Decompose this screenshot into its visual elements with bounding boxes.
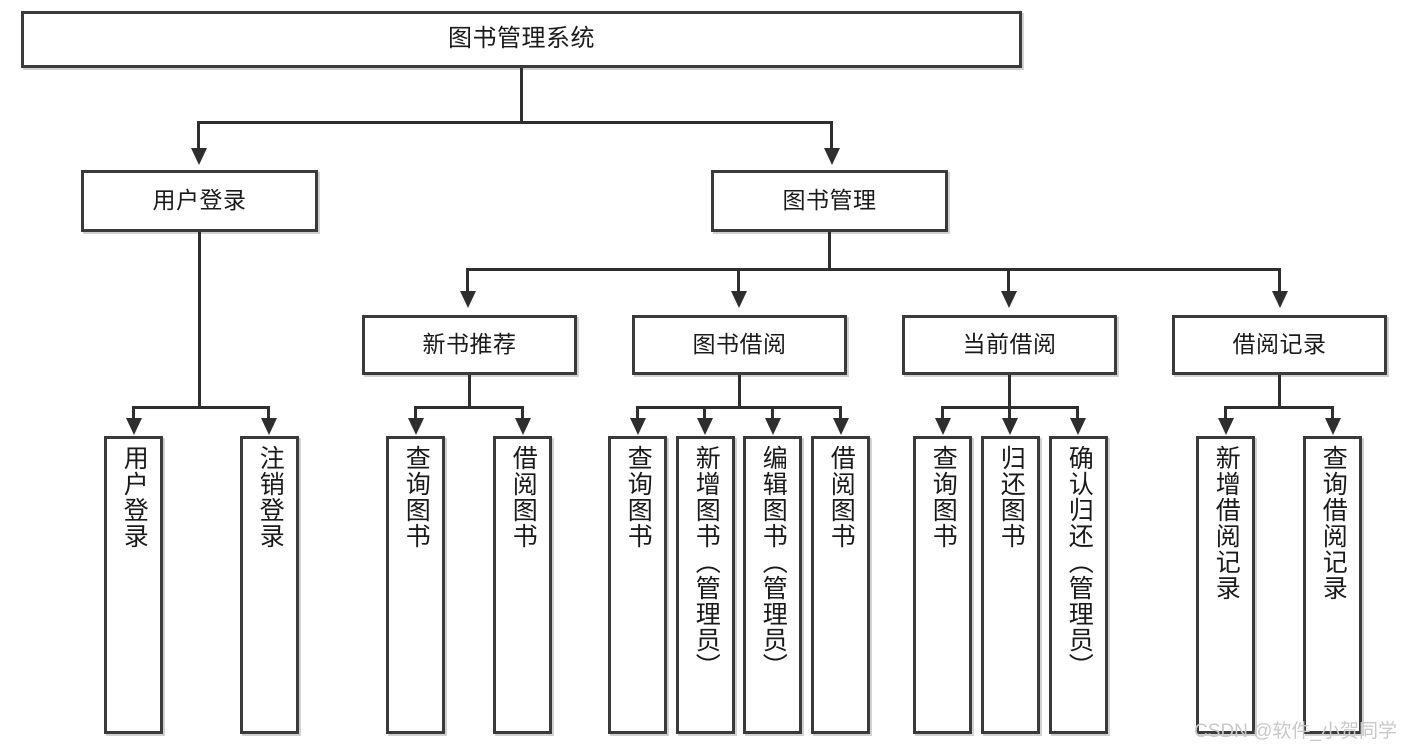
connector-book-borrow-stem (738, 375, 741, 406)
connector-drop-ul-leaf-1 (132, 406, 135, 419)
arrowhead-cb-leaf-3 (1070, 418, 1086, 435)
node-label: 新增图书（管理员） (692, 445, 721, 679)
node-current-borrow[interactable]: 当前借阅 (902, 315, 1117, 375)
node-label: 确认归还（管理员） (1065, 445, 1094, 679)
node-label: 查询借阅记录 (1319, 445, 1348, 601)
connector-drop-book-manage (830, 121, 833, 149)
node-label: 注销登录 (256, 445, 285, 549)
connector-drop-br-leaf-1 (1224, 406, 1227, 419)
arrowhead-bb-leaf-4 (833, 418, 849, 435)
connector-borrow-record-stem (1278, 375, 1281, 406)
connector-current-borrow-stem (1008, 375, 1011, 406)
watermark-text: CSDN @软件_小贺同学 (1194, 721, 1397, 742)
node-label: 图书借阅 (692, 331, 787, 358)
connector-drop-nb-leaf-2 (521, 406, 524, 419)
node-book-borrow[interactable]: 图书借阅 (632, 315, 847, 375)
leaf-book-borrow-edit[interactable]: 编辑图书（管理员） (743, 436, 802, 734)
connector-drop-current-borrow (1007, 268, 1010, 292)
leaf-borrow-record-add[interactable]: 新增借阅记录 (1196, 436, 1255, 734)
leaf-book-borrow-borrow[interactable]: 借阅图书 (811, 436, 870, 734)
connector-book-manage-stem (828, 232, 831, 268)
node-label: 归还图书 (997, 445, 1026, 549)
arrowhead-book-borrow (731, 291, 747, 308)
arrowhead-new-book (460, 291, 476, 308)
connector-drop-cb-leaf-2 (1008, 406, 1011, 419)
node-label: 借阅记录 (1232, 331, 1327, 358)
connector-borrow-record-bus (1224, 406, 1334, 409)
connector-drop-new-book (466, 268, 469, 292)
leaf-current-borrow-query[interactable]: 查询图书 (913, 436, 972, 734)
arrowhead-cb-leaf-2 (1002, 418, 1018, 435)
node-label: 查询图书 (929, 445, 958, 549)
node-user-login[interactable]: 用户登录 (81, 170, 318, 232)
arrowhead-nb-leaf-2 (515, 418, 531, 435)
arrowhead-borrow-record (1272, 291, 1288, 308)
arrowhead-br-leaf-2 (1325, 418, 1341, 435)
connector-level2-bus (197, 121, 833, 124)
arrowhead-ul-leaf-1 (126, 418, 142, 435)
connector-drop-cb-leaf-1 (941, 406, 944, 419)
arrowhead-br-leaf-1 (1218, 418, 1234, 435)
leaf-borrow-record-query[interactable]: 查询借阅记录 (1303, 436, 1362, 734)
arrowhead-current-borrow (1001, 291, 1017, 308)
node-label: 用户登录 (152, 187, 247, 214)
node-label: 借阅图书 (509, 445, 538, 549)
leaf-book-borrow-query[interactable]: 查询图书 (608, 436, 667, 734)
connector-drop-bb-leaf-1 (636, 406, 639, 419)
connector-user-login-stem (198, 232, 201, 406)
connector-drop-ul-leaf-2 (267, 406, 270, 419)
connector-drop-user-login (197, 121, 200, 149)
arrowhead-nb-leaf-1 (408, 418, 424, 435)
leaf-current-borrow-return[interactable]: 归还图书 (981, 436, 1040, 734)
connector-drop-cb-leaf-3 (1076, 406, 1079, 419)
node-label: 新书推荐 (422, 331, 517, 358)
node-root-system[interactable]: 图书管理系统 (21, 11, 1022, 68)
leaf-new-book-borrow[interactable]: 借阅图书 (493, 436, 552, 734)
connector-drop-nb-leaf-1 (414, 406, 417, 419)
node-label: 新增借阅记录 (1212, 445, 1241, 601)
connector-drop-br-leaf-2 (1331, 406, 1334, 419)
arrowhead-bb-leaf-2 (697, 418, 713, 435)
connector-drop-book-borrow (737, 268, 740, 292)
connector-new-book-bus (414, 406, 524, 409)
node-borrow-record[interactable]: 借阅记录 (1172, 315, 1387, 375)
connector-user-login-bus (132, 406, 270, 409)
node-label: 编辑图书（管理员） (759, 445, 788, 679)
connector-level3-bus (466, 268, 1281, 271)
connector-root-stem (520, 68, 523, 121)
arrowhead-bb-leaf-3 (765, 418, 781, 435)
connector-new-book-stem (468, 375, 471, 406)
node-label: 用户登录 (120, 445, 149, 549)
leaf-book-borrow-add[interactable]: 新增图书（管理员） (676, 436, 735, 734)
connector-drop-borrow-record (1278, 268, 1281, 292)
arrowhead-ul-leaf-2 (261, 418, 277, 435)
connector-drop-bb-leaf-3 (771, 406, 774, 419)
node-label: 当前借阅 (962, 331, 1057, 358)
arrowhead-bb-leaf-1 (630, 418, 646, 435)
connector-book-borrow-bus (636, 406, 842, 409)
node-label: 查询图书 (402, 445, 431, 549)
leaf-new-book-query[interactable]: 查询图书 (386, 436, 445, 734)
node-new-book-recommend[interactable]: 新书推荐 (362, 315, 577, 375)
node-label: 查询图书 (624, 445, 653, 549)
node-label: 图书管理 (782, 187, 877, 214)
node-label: 借阅图书 (827, 445, 856, 549)
leaf-user-login-login[interactable]: 用户登录 (104, 436, 163, 734)
node-book-management[interactable]: 图书管理 (711, 170, 948, 232)
arrowhead-cb-leaf-1 (935, 418, 951, 435)
leaf-current-borrow-confirm[interactable]: 确认归还（管理员） (1049, 436, 1108, 734)
leaf-user-login-logout[interactable]: 注销登录 (240, 436, 299, 734)
connector-drop-bb-leaf-2 (703, 406, 706, 419)
arrowhead-book-manage (824, 148, 840, 165)
node-label: 图书管理系统 (448, 25, 595, 53)
arrowhead-user-login (191, 148, 207, 165)
connector-drop-bb-leaf-4 (839, 406, 842, 419)
